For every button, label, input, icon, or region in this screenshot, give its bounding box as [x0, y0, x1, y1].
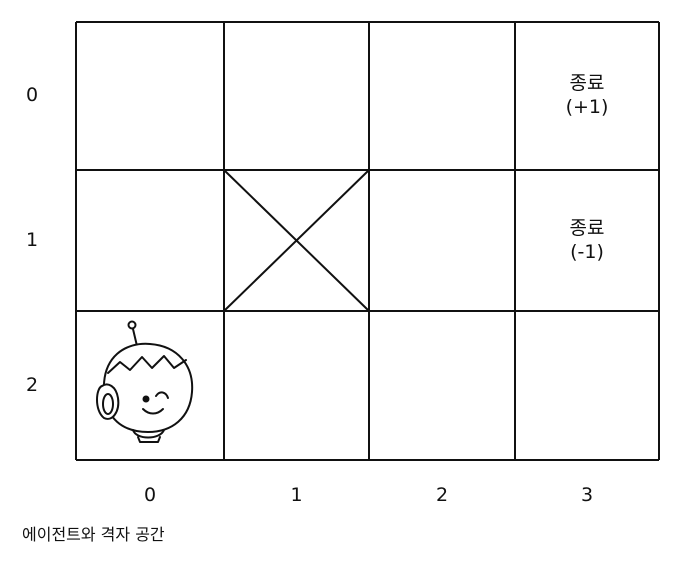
- terminal-cell-label: 종료(-1): [527, 216, 647, 264]
- figure-caption: 에이전트와 격자 공간: [22, 525, 165, 544]
- terminal-reward: (+1): [565, 96, 609, 118]
- terminal-label: 종료: [569, 216, 605, 239]
- x-mark-icon: [223, 169, 370, 312]
- row-label: 2: [25, 373, 39, 396]
- col-label: 2: [435, 484, 449, 506]
- terminal-reward: (-1): [570, 240, 604, 263]
- terminal-label: 종료: [569, 72, 605, 94]
- terminal-cell-label: 종료(+1): [527, 71, 647, 119]
- row-label: 0: [25, 84, 39, 106]
- robot-head-icon: [96, 320, 194, 443]
- col-label: 0: [143, 484, 157, 506]
- grid-cells: [75, 21, 660, 461]
- col-label: 3: [580, 484, 594, 506]
- col-label: 1: [290, 484, 303, 506]
- row-label: 1: [25, 228, 39, 251]
